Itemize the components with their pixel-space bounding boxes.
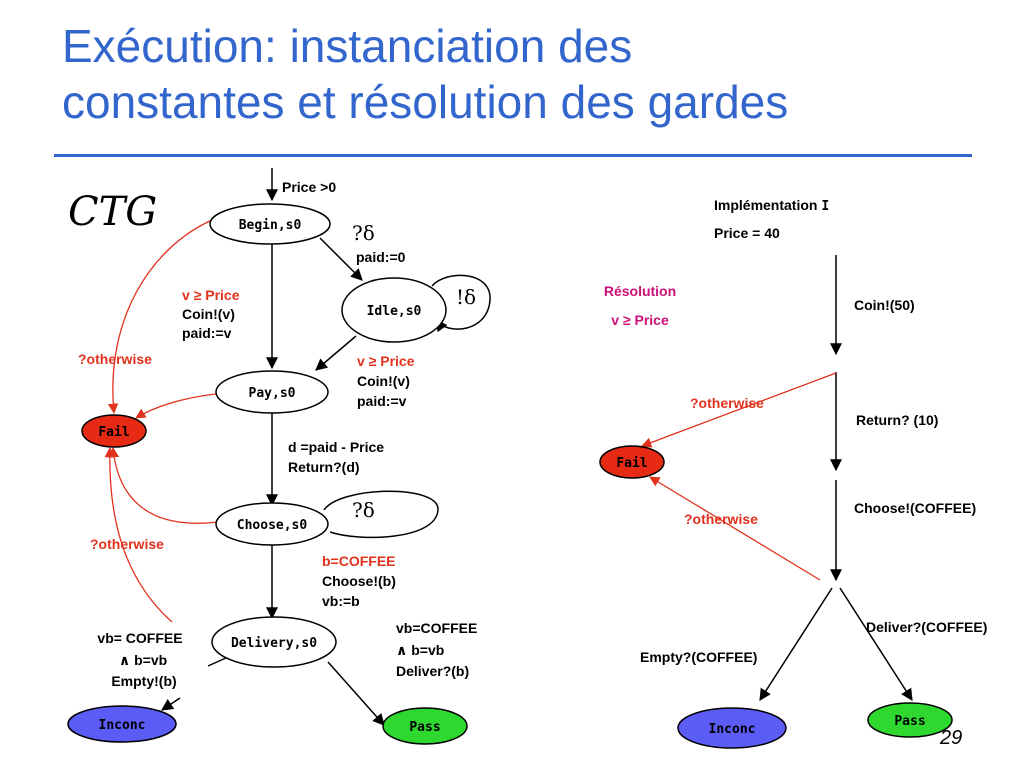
node-inconc-left: Inconc (67, 705, 177, 743)
node-pass-left: Pass (382, 707, 468, 745)
node-choose: Choose,s0 (215, 502, 329, 546)
impl-symbol: I (821, 199, 829, 214)
node-pass-right: Pass (867, 702, 953, 738)
impl-price-label: Price = 40 (714, 225, 780, 241)
edge-delivery-inconc (161, 697, 181, 711)
edge-delivery-inconc-label-1: vb= COFFEE (97, 630, 182, 646)
edge-idle-pay-label-1: v ≥ Price (357, 353, 415, 369)
edge-choose-delivery-label-2: Choose!(b) (322, 573, 396, 589)
edge-begin-idle-label-1: ?δ (352, 221, 375, 245)
right-otherwise-label-2: ?otherwise (684, 511, 758, 527)
node-inconc-left-label: Inconc (99, 718, 146, 733)
node-choose-label: Choose,s0 (237, 518, 308, 533)
edge-choose-fail (108, 446, 219, 524)
ctg-label: CTG (68, 189, 157, 235)
resolution-label-2: v ≥ Price (611, 312, 669, 328)
node-delivery: Delivery,s0 (211, 616, 337, 668)
resolution-label-1: Résolution (604, 283, 676, 299)
edge-begin-idle (319, 237, 363, 281)
node-fail-right: Fail (599, 445, 665, 479)
right-empty-label: Empty?(COFFEE) (640, 649, 757, 665)
edge-delivery-pass (327, 661, 385, 726)
impl-label-1: Implémentation I (714, 197, 829, 214)
otherwise-label-left-2: ?otherwise (90, 536, 164, 552)
node-pass-left-label: Pass (409, 720, 440, 735)
node-idle: Idle,s0 (341, 277, 447, 343)
node-fail-left-label: Fail (98, 425, 129, 440)
right-return-label: Return? (10) (856, 412, 938, 428)
node-delivery-label: Delivery,s0 (231, 636, 317, 651)
edge-right-otherwise-1 (641, 372, 837, 448)
node-inconc-right-label: Inconc (709, 722, 756, 737)
edge-delivery-inconc-label-3: Empty!(b) (111, 673, 176, 689)
node-inconc-right: Inconc (677, 707, 787, 749)
edge-idle-pay (315, 335, 357, 371)
idle-loop-label: !δ (456, 285, 476, 309)
node-fail-left: Fail (81, 414, 147, 448)
node-pay-label: Pay,s0 (249, 386, 296, 401)
slide-title-line-2: constantes et résolution des gardes (62, 76, 789, 128)
edge-begin-pay-label-2: Coin!(v) (182, 306, 235, 322)
edge-choose-delivery-label-3: vb:=b (322, 593, 360, 609)
edge-right-otherwise-2 (649, 476, 821, 581)
right-coin-label: Coin!(50) (854, 297, 915, 313)
node-fail-right-label: Fail (616, 456, 647, 471)
edge-begin-pay-label-1: v ≥ Price (182, 287, 240, 303)
edge-idle-pay-label-3: paid:=v (357, 393, 407, 409)
edge-right-empty (759, 587, 833, 702)
edge-delivery-pass-label-3: Deliver?(b) (396, 663, 469, 679)
page-number: 29 (939, 727, 962, 749)
initial-guard-label: Price >0 (282, 179, 336, 195)
edge-delivery-pass-label-2: ∧ b=vb (396, 642, 444, 658)
node-pay: Pay,s0 (215, 370, 329, 414)
slide-title-line-1: Exécution: instanciation des (62, 20, 633, 72)
right-otherwise-label-1: ?otherwise (690, 395, 764, 411)
edge-choose-loop (323, 490, 439, 539)
node-pass-right-label: Pass (894, 714, 925, 729)
edge-pay-choose-label-2: Return?(d) (288, 459, 360, 475)
edge-choose-delivery-label-1: b=COFFEE (322, 553, 396, 569)
right-choose-label: Choose!(COFFEE) (854, 500, 976, 516)
edge-pay-fail (135, 393, 217, 419)
edge-begin-idle-label-2: paid:=0 (356, 249, 406, 265)
impl-label-text: Implémentation (714, 197, 817, 213)
edge-begin-pay-label-3: paid:=v (182, 325, 232, 341)
choose-loop-label: ?δ (352, 498, 375, 522)
node-idle-label: Idle,s0 (367, 304, 422, 319)
node-begin-label: Begin,s0 (239, 218, 302, 233)
edge-pay-choose-label-1: d =paid - Price (288, 439, 384, 455)
node-begin: Begin,s0 (209, 203, 331, 245)
edge-right-deliver (839, 587, 913, 702)
slide-title: Exécution: instanciation des constantes … (62, 18, 788, 130)
edge-idle-loop (431, 274, 491, 333)
edge-delivery-inconc-label-2: ∧ b=vb (119, 652, 167, 668)
right-deliver-label: Deliver?(COFFEE) (866, 619, 987, 635)
otherwise-label-left-1: ?otherwise (78, 351, 152, 367)
edge-delivery-inconc-stub (207, 656, 229, 667)
edge-idle-pay-label-2: Coin!(v) (357, 373, 410, 389)
title-underline (54, 154, 972, 157)
edge-delivery-pass-label-1: vb=COFFEE (396, 620, 477, 636)
edge-delivery-fail (104, 446, 173, 623)
edge-begin-fail (107, 219, 213, 415)
